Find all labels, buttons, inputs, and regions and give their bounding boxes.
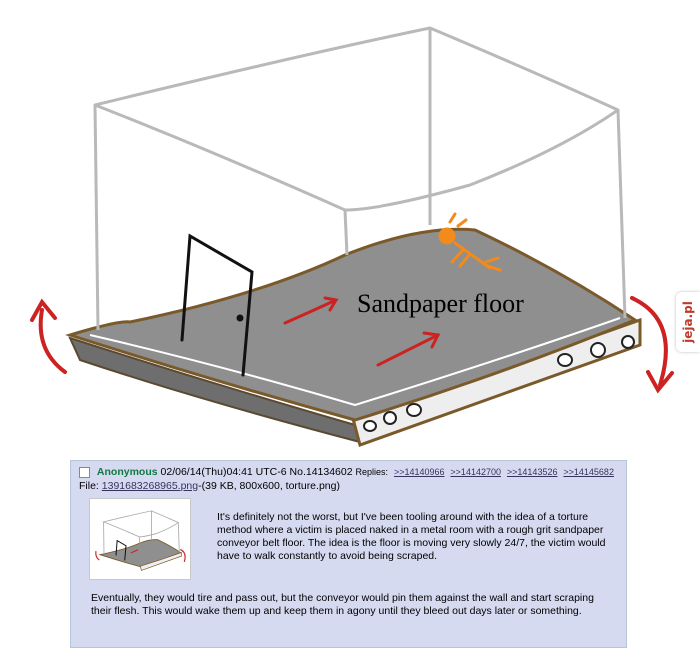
comment-text: Eventually, they would tire and pass out… (91, 592, 594, 617)
conveyor-rollers (363, 335, 635, 432)
sandpaper-floor-label: Sandpaper floor (357, 289, 524, 318)
reply-link[interactable]: >>14140966 (393, 467, 445, 477)
comment-text: It's definitely not the worst, but I've … (217, 511, 606, 562)
post-comment-paragraph-1: It's definitely not the worst, but I've … (217, 511, 617, 575)
jeja-watermark: jeja.pl (676, 292, 700, 352)
post-number[interactable]: No.14134602 (289, 466, 353, 478)
sandpaper-room-drawing: Sandpaper floor (30, 26, 674, 447)
file-link[interactable]: 1391683268965.png (101, 480, 199, 492)
door-knob (236, 314, 244, 322)
reply-link[interactable]: >>14142700 (450, 467, 501, 477)
reply-link[interactable]: >>14145682 (563, 467, 614, 477)
rotation-arrows (30, 296, 674, 394)
sandpaper-floor-surface (64, 227, 639, 422)
file-prefix: File: (79, 480, 99, 492)
thumbnail-image (95, 510, 186, 571)
reply-link[interactable]: >>14143526 (506, 467, 558, 477)
post-datetime: 02/06/14(Thu)04:41 UTC-6 (160, 466, 287, 478)
door-drawing (180, 233, 254, 377)
replies-label: Replies: (355, 467, 389, 477)
file-info-line: File: 1391683268965.png-(39 KB, 800x600,… (79, 480, 340, 492)
forum-post: Anonymous 02/06/14(Thu)04:41 UTC-6 No.14… (70, 460, 627, 648)
post-checkbox[interactable] (79, 466, 90, 478)
post-comment-paragraph-2: Eventually, they would tire and pass out… (91, 592, 616, 618)
victim-figure (438, 212, 502, 272)
post-thumbnail[interactable] (89, 498, 191, 580)
floor-arrows (283, 296, 441, 367)
file-details: -(39 KB, 800x600, torture.png) (198, 480, 340, 492)
post-header: Anonymous 02/06/14(Thu)04:41 UTC-6 No.14… (79, 466, 614, 478)
watermark-text: jeja.pl (681, 301, 696, 343)
poster-name: Anonymous (96, 466, 158, 478)
post-replies: Replies: >>14140966 >>14142700 >>1414352… (356, 466, 614, 478)
room-box-outline (93, 26, 627, 331)
